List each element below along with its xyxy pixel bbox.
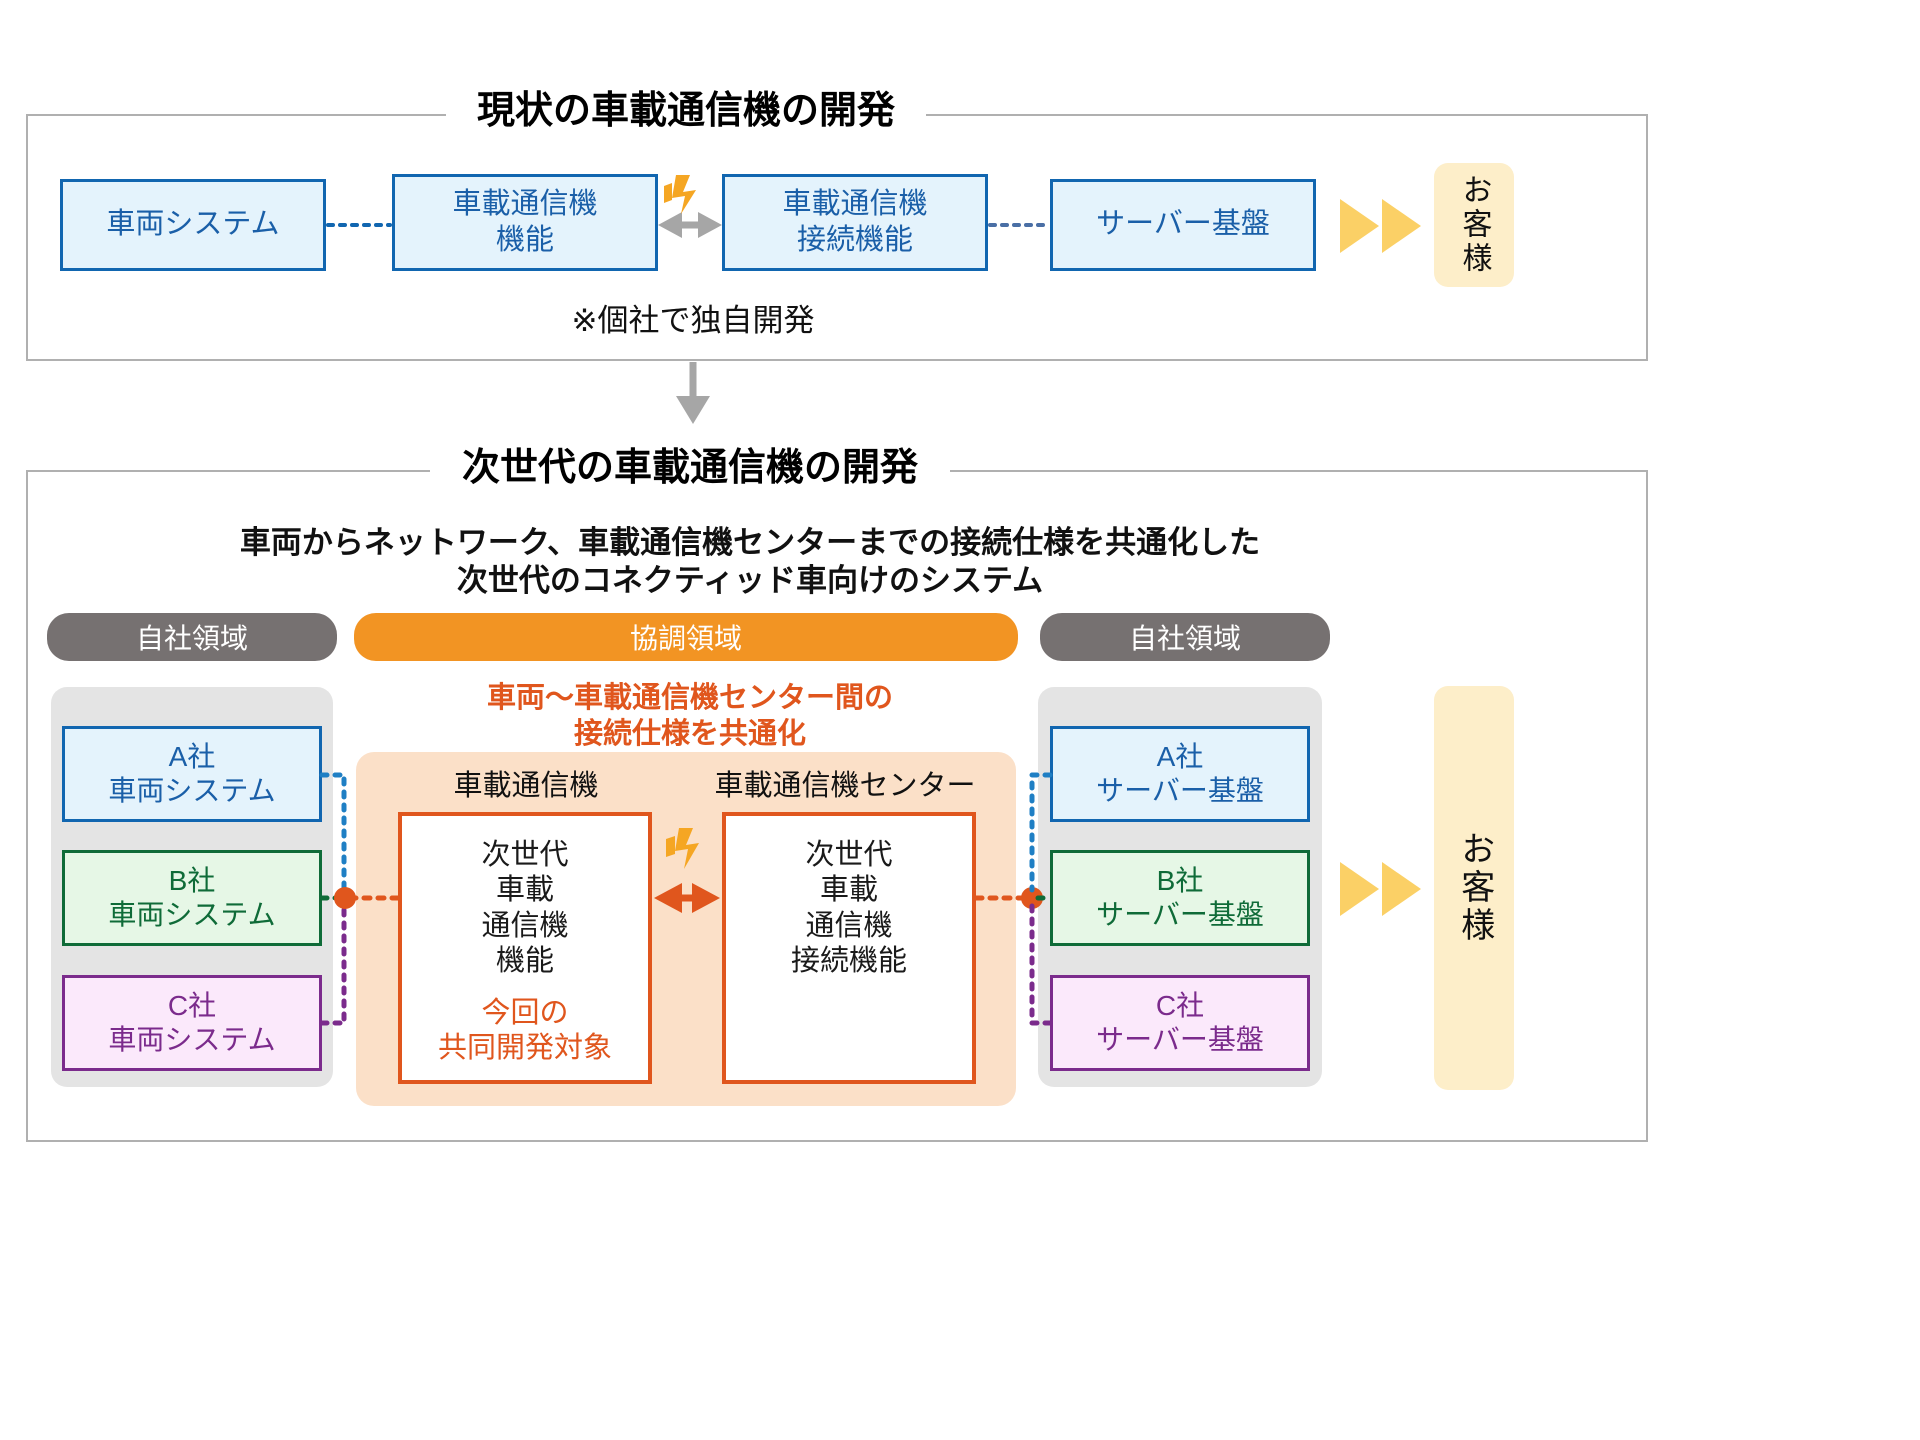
right-company-box-b: B社 サーバー基盤 [1050,850,1310,946]
left-company-a-name: A社 [168,740,216,772]
center-box-tcu-highlight-2: 共同開発対象 [437,1031,612,1064]
center-box-tcu-center-line-2: 車載 [819,874,878,907]
current-box-server-platform: サーバー基盤 [1050,179,1316,271]
current-box-tcu-connect-function: 車載通信機 接続機能 [722,174,988,271]
center-box-tcu-line-1: 次世代 [481,839,569,871]
left-company-box-b: B社 車両システム [62,850,322,946]
pill-cooperative-domain: 協調領域 [354,613,1018,661]
center-box-tcu-line-2: 車載 [495,874,554,907]
right-company-box-a: A社 サーバー基盤 [1050,726,1310,822]
current-customer-box: お客様 [1434,163,1514,287]
right-company-box-c: C社 サーバー基盤 [1050,975,1310,1071]
right-company-a-system: サーバー基盤 [1096,775,1264,806]
current-box-vehicle-system: 車両システム [60,179,326,271]
left-company-box-a: A社 車両システム [62,726,322,822]
current-box-tcu-function: 車載通信機 機能 [392,174,658,271]
left-company-a-system: 車両システム [108,775,276,806]
left-company-c-name: C社 [167,989,217,1021]
nextgen-subtitle-line2: 次世代のコネクティッド車向けのシステム [456,563,1044,598]
current-note: ※個社で独自開発 [571,303,815,338]
pill-cooperative-domain-label: 協調領域 [629,623,742,654]
right-company-b-system: サーバー基盤 [1096,899,1264,930]
common-spec-note-line2: 接続仕様を共通化 [573,718,806,750]
center-right-caption: 車載通信機センター [714,770,976,802]
common-spec-note-line1: 車両～車載通信機センター間の [486,682,893,714]
current-box-tcu-connect-function-label: 車載通信機 接続機能 [782,188,928,256]
pill-own-domain-right-label: 自社領域 [1128,623,1241,654]
pill-own-domain-left: 自社領域 [47,613,337,661]
center-box-tcu-center: 次世代 車載 通信機 接続機能 [722,812,976,1084]
center-box-tcu-highlight-1: 今回の [481,996,569,1029]
nextgen-customer-label: お客様 [1455,831,1494,945]
right-company-b-name: B社 [1156,864,1204,896]
right-company-c-name: C社 [1155,989,1205,1021]
right-company-c-system: サーバー基盤 [1096,1024,1264,1055]
left-company-box-c: C社 車両システム [62,975,322,1071]
nextgen-development-title: 次世代の車載通信機の開発 [430,443,950,493]
center-box-tcu: 次世代 車載 通信機 機能 今回の 共同開発対象 [398,812,652,1084]
left-company-b-system: 車両システム [108,899,276,930]
pill-own-domain-right: 自社領域 [1040,613,1330,661]
current-customer-label: お客様 [1457,174,1491,276]
center-box-tcu-line-4: 機能 [495,945,554,978]
current-box-vehicle-system-label: 車両システム [106,208,280,241]
left-company-c-system: 車両システム [108,1024,276,1055]
center-box-tcu-line-3: 通信機 [481,909,569,942]
current-box-server-platform-label: サーバー基盤 [1096,208,1270,241]
center-left-caption: 車載通信機 [453,770,599,802]
nextgen-customer-box: お客様 [1434,686,1514,1090]
center-box-tcu-center-line-1: 次世代 [805,839,893,871]
left-company-b-name: B社 [168,864,216,896]
nextgen-subtitle-line1: 車両からネットワーク、車載通信機センターまでの接続仕様を共通化した [239,525,1261,560]
right-company-a-name: A社 [1156,740,1204,772]
center-box-tcu-center-line-4: 接続機能 [790,945,907,978]
current-box-tcu-function-label: 車載通信機 機能 [452,188,598,256]
current-development-title: 現状の車載通信機の開発 [446,86,926,136]
pill-own-domain-left-label: 自社領域 [135,623,248,654]
center-box-tcu-center-line-3: 通信機 [805,909,893,942]
